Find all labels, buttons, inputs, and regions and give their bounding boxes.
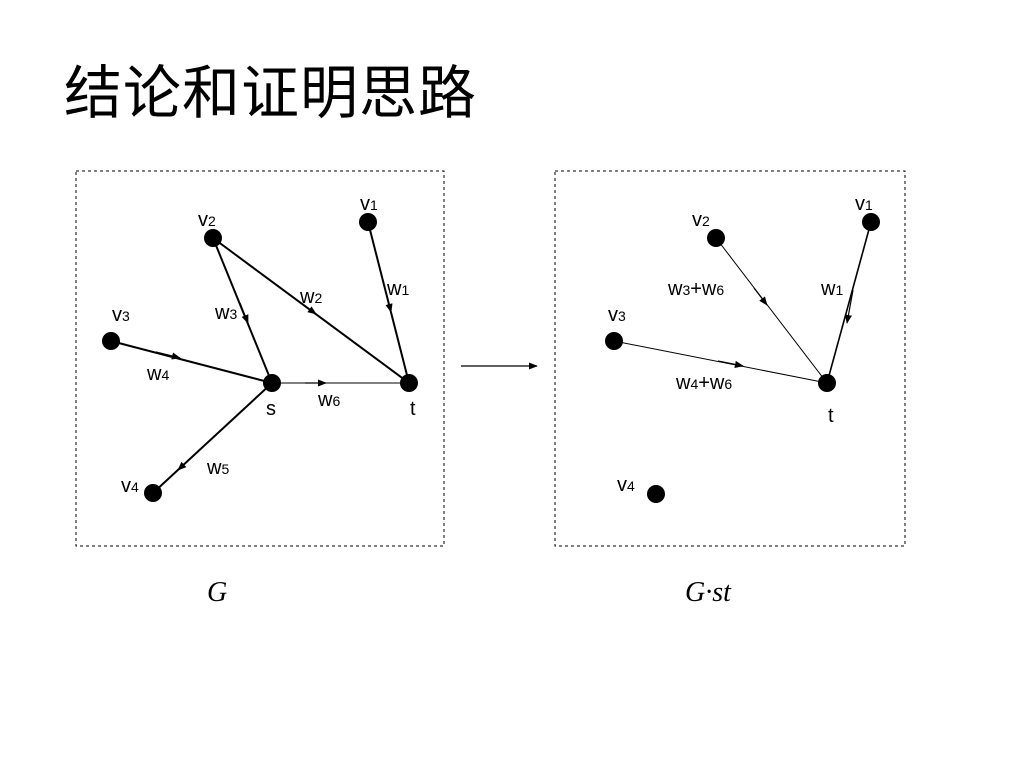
label-v3-contracted: v3 [608, 304, 626, 326]
label-v4-contracted: v4 [617, 474, 635, 496]
edge-v1-t-contracted [826, 221, 872, 384]
node-v1 [359, 213, 377, 231]
weight-w4-plus-w6: w4+w6 [675, 372, 732, 394]
label-v1: v1 [360, 193, 378, 215]
slide-title: 结论和证明思路 [64, 59, 478, 127]
caption-right: G·st [685, 577, 732, 608]
arrow-v1-t [385, 291, 393, 313]
node-v4-contracted [647, 485, 665, 503]
label-s: s [266, 398, 276, 420]
edge-v2-t-contracted [715, 237, 828, 384]
caption-left: G [207, 577, 227, 608]
right-graph: v1 v2 v3 v4 t w1 w3+w6 w4+w6 G·st [605, 193, 880, 608]
label-v1-contracted: v1 [855, 193, 873, 215]
arrow-v2-t [297, 300, 317, 315]
node-v1-contracted [862, 213, 880, 231]
weight-w3-plus-w6: w3+w6 [667, 278, 724, 300]
arrow-s-v4 [177, 454, 195, 471]
arrow-v1-t-contracted [844, 289, 854, 324]
weight-w1-contracted: w1 [820, 278, 843, 300]
arrow-v2-s [239, 302, 249, 324]
weight-w4: w4 [146, 363, 169, 385]
weight-w2: w2 [299, 286, 322, 308]
node-v3-contracted [605, 332, 623, 350]
weight-w1: w1 [386, 278, 409, 300]
weight-w6: w6 [317, 389, 340, 411]
label-v2: v2 [198, 209, 216, 231]
node-v2-contracted [707, 229, 725, 247]
edge-v3-s [110, 340, 273, 384]
node-s [263, 374, 281, 392]
right-graph-frame [554, 170, 906, 547]
arrow-v2-t-contracted [753, 287, 768, 306]
node-v3 [102, 332, 120, 350]
label-v3: v3 [112, 304, 130, 326]
node-t [400, 374, 418, 392]
node-v2 [204, 229, 222, 247]
label-v2-contracted: v2 [692, 209, 710, 231]
edge-s-v4 [152, 382, 273, 494]
weight-w3: w3 [214, 302, 237, 324]
label-t: t [410, 398, 416, 420]
arrow-v3-s [155, 351, 181, 360]
left-graph: v1 v2 v3 v4 s t w1 w2 w3 w4 w5 w6 G [102, 193, 418, 608]
weight-w5: w5 [206, 457, 229, 479]
node-t-contracted [818, 374, 836, 392]
left-graph-frame [75, 170, 445, 547]
arrow-v3-t-contracted [717, 360, 744, 368]
node-v4 [144, 484, 162, 502]
label-v4: v4 [121, 475, 139, 497]
label-t-contracted: t [828, 405, 834, 427]
